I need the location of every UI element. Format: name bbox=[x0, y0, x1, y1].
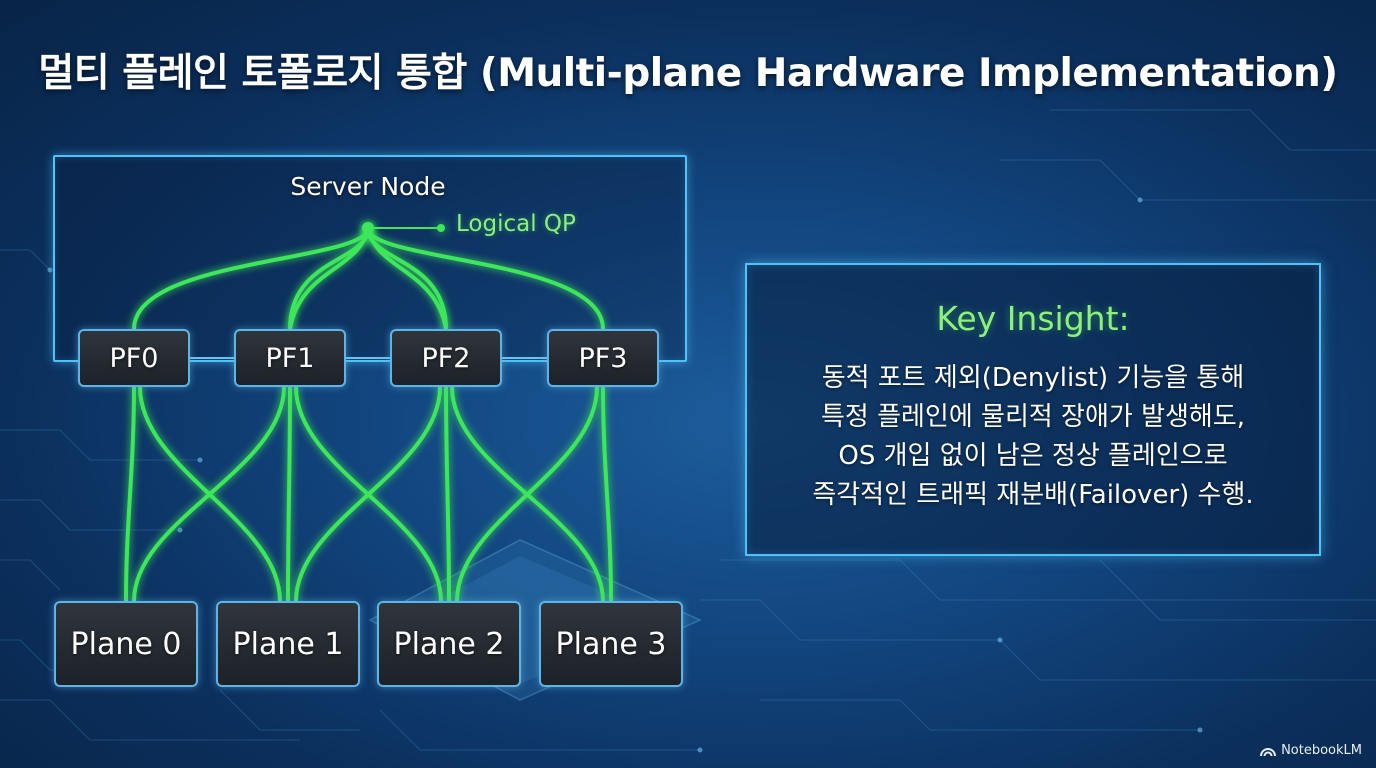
qp-pf-link bbox=[288, 226, 370, 331]
key-insight-panel: Key Insight: 동적 포트 제외(Denylist) 기능을 통해 특… bbox=[745, 263, 1321, 556]
logical-qp-node bbox=[362, 222, 374, 234]
pf-plane-link bbox=[286, 385, 292, 603]
pf-box-3: PF3 bbox=[547, 329, 659, 387]
insight-line: OS 개입 없이 남은 정상 플레인으로 bbox=[838, 441, 1228, 471]
plane-box-2: Plane 2 bbox=[377, 601, 521, 687]
key-insight-body: 동적 포트 제외(Denylist) 기능을 통해 특정 플레인에 물리적 장애… bbox=[747, 359, 1319, 515]
notebooklm-badge: NotebookLM bbox=[1260, 743, 1362, 758]
server-node-frame bbox=[53, 155, 687, 362]
plane-box-3: Plane 3 bbox=[539, 601, 683, 687]
qp-pf-link bbox=[132, 226, 370, 331]
pf-plane-link bbox=[455, 385, 599, 603]
pf-box-0: PF0 bbox=[78, 329, 190, 387]
plane-box-1: Plane 1 bbox=[216, 601, 360, 687]
pf-plane-link bbox=[124, 385, 136, 603]
qp-pf-link bbox=[366, 226, 448, 331]
insight-line: 특정 플레인에 물리적 장애가 발생해도, bbox=[820, 402, 1246, 432]
notebooklm-icon bbox=[1260, 747, 1277, 756]
logical-qp-node bbox=[437, 224, 445, 232]
pf-box-1: PF1 bbox=[234, 329, 346, 387]
qp-pf-link bbox=[366, 226, 605, 331]
notebooklm-label: NotebookLM bbox=[1281, 743, 1362, 758]
page-title: 멀티 플레인 토폴로지 통합 (Multi-plane Hardware Imp… bbox=[38, 51, 1338, 96]
server-node-label: Server Node bbox=[290, 172, 446, 201]
qp-pf-link bbox=[366, 226, 448, 331]
insight-line: 동적 포트 제외(Denylist) 기능을 통해 bbox=[821, 363, 1245, 393]
pf-plane-link bbox=[294, 385, 442, 603]
qp-pf-link bbox=[288, 226, 370, 331]
insight-line: 즉각적인 트래픽 재분배(Failover) 수행. bbox=[812, 480, 1254, 510]
pf-plane-link bbox=[132, 385, 286, 603]
key-insight-title: Key Insight: bbox=[936, 299, 1130, 338]
pf-plane-link bbox=[601, 385, 613, 603]
plane-box-0: Plane 0 bbox=[54, 601, 198, 687]
logical-qp-label: Logical QP bbox=[456, 211, 576, 237]
pf-plane-link bbox=[444, 385, 451, 603]
pf-box-2: PF2 bbox=[390, 329, 502, 387]
